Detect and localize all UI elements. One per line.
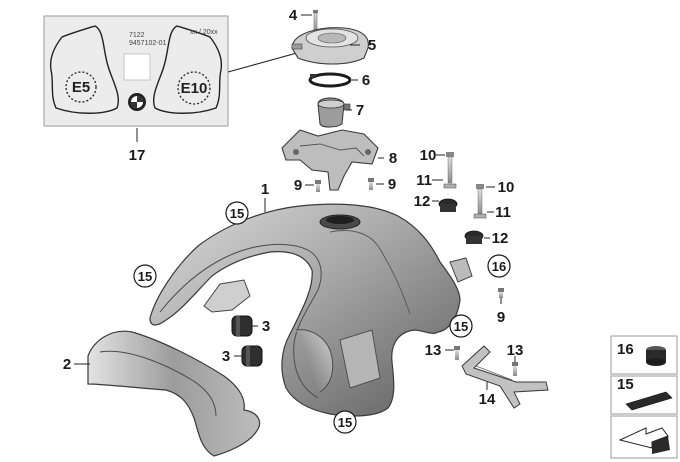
screw-9-left	[315, 180, 321, 192]
circle-15a	[225, 201, 249, 225]
callout-12b: 12	[492, 230, 509, 247]
fuel-tank	[149, 203, 473, 417]
callout-9b: 9	[388, 176, 396, 193]
spacer-11-right	[473, 213, 487, 219]
callout-11a: 11	[416, 172, 432, 189]
sticker-code-bottom: 9457102-01	[129, 40, 166, 47]
sticker-code-top: 7122	[129, 32, 145, 39]
bmw-logo-icon	[128, 93, 146, 111]
side-cover	[87, 330, 261, 457]
rubber-buffer-lower	[241, 345, 263, 367]
tank-filler-hole	[326, 216, 354, 224]
callout-15b: 15	[138, 269, 152, 284]
screw-9-lower	[498, 288, 504, 298]
callout-1: 1	[261, 181, 269, 198]
e10-badge-ring	[177, 71, 211, 105]
side-cover-body	[87, 330, 261, 457]
legend-label-15: 15	[617, 376, 634, 393]
callout-12a: 12	[414, 193, 431, 210]
e5-badge-ring	[65, 71, 97, 103]
callout-10b: 10	[498, 179, 515, 196]
circle-15b	[133, 264, 157, 288]
grommet-12-left	[438, 198, 458, 212]
left-tank-outline-icon	[49, 25, 119, 114]
callout-14: 14	[479, 391, 496, 408]
bolt-10-left	[446, 152, 454, 184]
filler-insert	[317, 97, 351, 128]
tank-right-mount	[449, 257, 473, 283]
callout-5: 5	[368, 37, 376, 54]
sticker-date: xx / 20xx	[190, 29, 218, 36]
circle-15d	[333, 410, 357, 434]
callout-9c: 9	[497, 309, 505, 326]
callout-11b: 11	[495, 204, 511, 221]
e10-badge-text: E10	[181, 80, 208, 97]
spacer-11-left	[443, 183, 457, 189]
callout-2: 2	[63, 356, 71, 373]
callout-13b: 13	[507, 342, 524, 359]
callout-8: 8	[389, 150, 397, 167]
side-cover-fold	[99, 350, 217, 417]
filler-cap	[291, 27, 369, 65]
tank-ridge	[329, 230, 411, 315]
callout-15c: 15	[454, 319, 468, 334]
callout-16: 16	[492, 259, 506, 274]
circle-16	[487, 254, 511, 278]
gasket-ring	[308, 72, 352, 88]
legend-panel: 16 15	[610, 335, 678, 459]
callout-17: 17	[129, 147, 146, 164]
tank-left-mount	[203, 279, 251, 313]
callout-4: 4	[289, 7, 298, 24]
tank-lower-pocket	[295, 329, 334, 393]
callout-3b: 3	[222, 348, 230, 365]
tank-side-recess	[339, 329, 381, 389]
screw-13-left	[454, 346, 460, 360]
legend-label-16: 16	[617, 341, 634, 358]
callout-3a: 3	[262, 318, 270, 335]
rubber-buffer-upper	[231, 315, 253, 337]
mounting-bracket	[281, 129, 379, 191]
tank-inner-contour	[159, 243, 322, 399]
right-tank-outline-icon	[153, 25, 223, 114]
e5-badge-text: E5	[72, 79, 90, 96]
tank-body	[149, 203, 461, 417]
callout-7: 7	[356, 102, 364, 119]
callout-15a: 15	[230, 206, 244, 221]
bolt-10-right	[476, 184, 484, 216]
callout-15d: 15	[338, 415, 352, 430]
callout-6: 6	[362, 72, 370, 89]
foam-strip-legend-icon	[625, 391, 673, 411]
arrow-legend-block	[652, 436, 670, 454]
screw-9-right	[368, 178, 374, 190]
screw-13-right	[512, 362, 518, 376]
circle-15c	[449, 314, 473, 338]
grommet-legend-icon	[646, 346, 666, 366]
callout-9a: 9	[294, 177, 302, 194]
callout-13a: 13	[425, 342, 442, 359]
label-sticker: E5 E10 7122 9457102-01 xx / 20xx	[43, 15, 229, 127]
grommet-12-right	[464, 230, 484, 244]
callout-10a: 10	[420, 147, 437, 164]
holder-bracket	[461, 345, 549, 409]
sticker-blank-square	[123, 53, 151, 81]
